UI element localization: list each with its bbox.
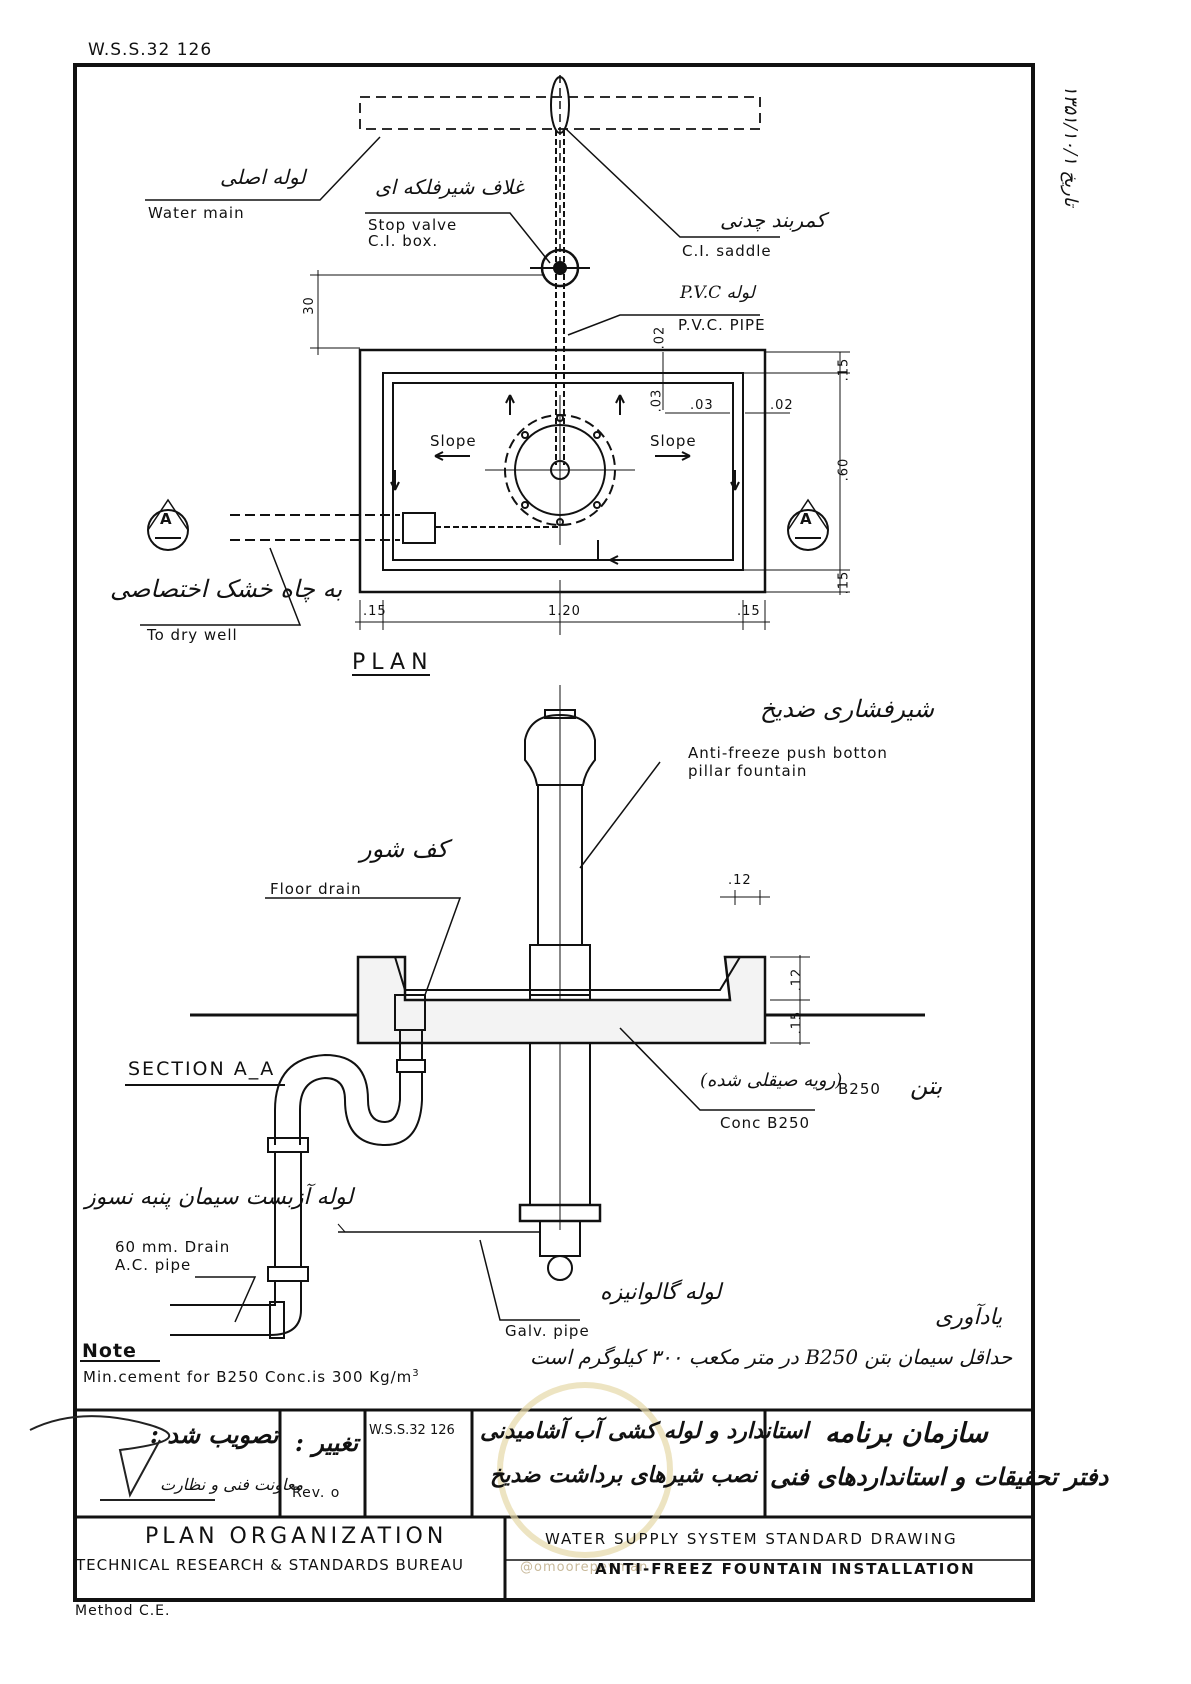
- saddle-en: C.I. saddle: [682, 242, 772, 260]
- dim-15b: .15: [836, 570, 852, 595]
- leader-stop-valve: [365, 212, 551, 264]
- dim-03h: .03: [690, 398, 714, 413]
- drain-pipe-en-2: A.C. pipe: [115, 1256, 192, 1274]
- dim-02a: .02: [652, 325, 668, 350]
- water-main-en: Water main: [148, 204, 245, 222]
- title-en-1: WATER SUPPLY SYSTEM STANDARD DRAWING: [545, 1530, 958, 1548]
- floor-drain-box: [402, 512, 436, 544]
- side-date: ۱۳۵۱/۱۰/۱ تاریخ: [1060, 85, 1081, 207]
- revision-fa: تغییر :: [295, 1428, 359, 1457]
- fountain-fa: شیرفشاری ضدیخ: [760, 695, 934, 723]
- drain-elbow: [170, 1281, 302, 1336]
- pvc-en: P.V.C. PIPE: [678, 316, 766, 334]
- sheet-border: [73, 63, 1035, 1602]
- leader-galv: [479, 1239, 580, 1321]
- fountain-en-2: pillar fountain: [688, 762, 808, 780]
- concrete-fa: بتن: [910, 1072, 943, 1100]
- note-text: Min.cement for B250 Conc.is 300 Kg/m3: [83, 1368, 420, 1386]
- floor-drain-en: Floor drain: [270, 880, 362, 898]
- standard-fa-2: نصب شیرهای برداشت ضدیخ: [490, 1462, 758, 1488]
- org-fa-2: دفتر تحقیقات و استانداردهای فنی: [770, 1462, 1109, 1491]
- concrete-en: Conc B250: [720, 1114, 811, 1132]
- note-title-fa: یادآوری: [935, 1305, 1003, 1330]
- galv-fa: لوله گالوانیزه: [600, 1280, 722, 1305]
- p-trap: [274, 1053, 423, 1147]
- drain-pipe-fa: لوله آزبست سیمان پنبه نسوز: [85, 1185, 354, 1210]
- dry-well-fa: به چاه خشک اختصاصی: [110, 575, 343, 603]
- note-text-fa: حداقل سیمان بتن B250 در متر مکعب ۳۰۰ کیل…: [530, 1345, 1013, 1369]
- leader-dry-well: [140, 547, 302, 626]
- galv-pipe: [338, 1220, 541, 1233]
- approved-sub-fa: معاونت فنی و نظارت: [160, 1475, 304, 1494]
- stop-valve-box-en: C.I. box.: [368, 232, 439, 250]
- watermark-seal: [497, 1382, 673, 1558]
- dim-60: .60: [836, 457, 852, 482]
- dim-w15a: .15: [363, 604, 387, 619]
- leader-floor-drain: [265, 897, 462, 996]
- plan-title: PLAN: [352, 650, 434, 675]
- dim-30: 30: [301, 296, 317, 315]
- stop-valve-fa: غلاف شیرفلکه ای: [375, 175, 524, 199]
- method-label: Method C.E.: [75, 1603, 171, 1619]
- leader-concrete: [619, 1027, 815, 1111]
- signature: [29, 1415, 215, 1501]
- note-text-body: Min.cement for B250 Conc.is 300 Kg/m: [83, 1368, 413, 1386]
- galv-en: Galv. pipe: [505, 1322, 590, 1340]
- section-marker-left-label: A: [160, 510, 173, 528]
- concrete-fa-2: (رویه صیقلی شده): [700, 1070, 843, 1091]
- basin-inner: [392, 382, 734, 561]
- note-title: Note: [82, 1340, 137, 1362]
- pvc-fa: لوله P.V.C: [680, 283, 755, 303]
- leader-water-main: [145, 136, 381, 201]
- leader-fountain: [579, 761, 661, 869]
- title-block-lines: [75, 1408, 1033, 1600]
- approved-fa: تصویب شد :: [150, 1420, 279, 1449]
- fountain-en: Anti-freeze push botton: [688, 744, 888, 762]
- rev-number: Rev. o: [292, 1485, 341, 1501]
- basin-outer: [358, 348, 767, 594]
- stop-valve-en: Stop valve: [368, 216, 458, 234]
- slope-left: Slope: [430, 432, 477, 450]
- org-en-1: PLAN ORGANIZATION: [145, 1524, 448, 1549]
- leader-pvc: [567, 314, 760, 336]
- leader-drain-pipe: [195, 1276, 257, 1323]
- basin-rim: [382, 372, 744, 571]
- drain-pipe-en: 60 mm. Drain: [115, 1238, 231, 1256]
- dim-15: .15: [789, 1010, 805, 1035]
- standard-fa-1: استاندارد و لوله کشی آب آشامیدنی: [480, 1418, 809, 1444]
- dim-12-top: .12: [728, 873, 752, 888]
- floor-drain-fa: کف شور: [360, 835, 448, 863]
- dim-w120: 1.20: [548, 604, 581, 619]
- saddle-fa: کمربند چدنی: [720, 208, 826, 232]
- dry-well-en: To dry well: [147, 626, 238, 644]
- watermark-text: @omoorepeyman: [520, 1560, 649, 1575]
- section-marker-right-label: A: [800, 510, 813, 528]
- water-main-fa: لوله اصلی: [220, 165, 306, 189]
- dim-15a: .15: [836, 357, 852, 382]
- title-en-2: ANTI-FREEZ FOUNTAIN INSTALLATION: [595, 1560, 976, 1578]
- dim-02b: .02: [770, 398, 794, 413]
- org-en-2: TECHNICAL RESEARCH & STANDARDS BUREAU: [76, 1556, 464, 1574]
- plan-view: [140, 75, 850, 676]
- concrete-slab: [356, 955, 767, 1045]
- dim-03v: .03: [649, 388, 665, 413]
- section-view: [125, 685, 925, 1339]
- concrete-code: B250: [838, 1080, 881, 1098]
- section-title: SECTION A_A: [128, 1058, 276, 1080]
- doc-code: W.S.S.32 126: [88, 40, 213, 60]
- slope-right: Slope: [650, 432, 697, 450]
- title-block-code: W.S.S.32 126: [369, 1423, 455, 1438]
- fountain-head: [524, 713, 596, 786]
- leader-saddle: [564, 127, 780, 238]
- note-text-sup: 3: [412, 1368, 420, 1379]
- dim-w15b: .15: [737, 604, 761, 619]
- dim-12: .12: [789, 967, 805, 992]
- org-fa-1: سازمان برنامه: [825, 1418, 988, 1449]
